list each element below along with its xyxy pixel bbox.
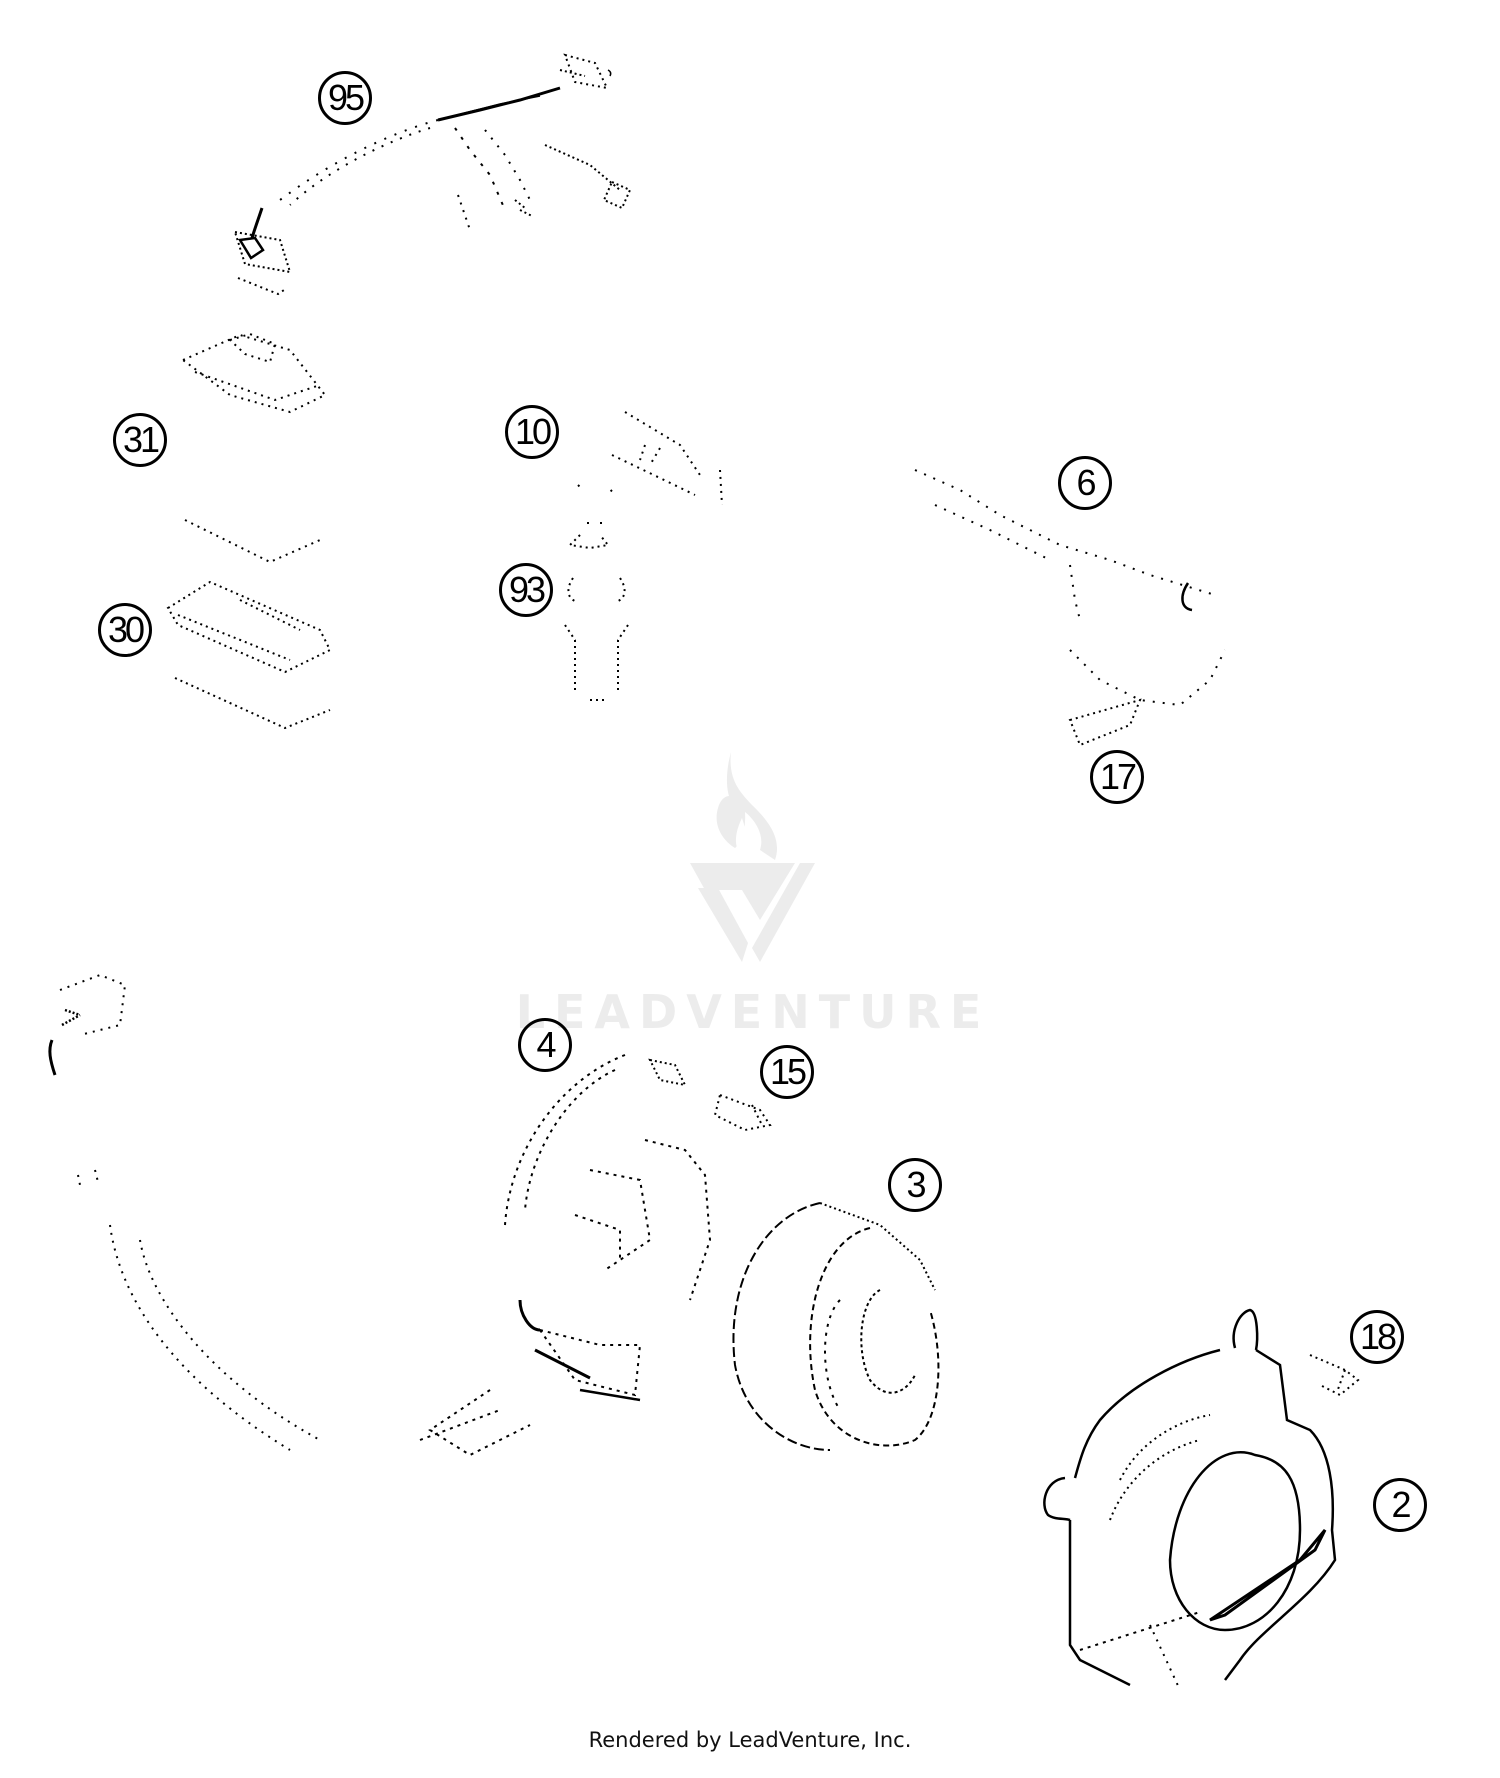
callout-number: 6 bbox=[1076, 462, 1096, 503]
callout-number: 95 bbox=[327, 77, 365, 118]
stator-screw-drawing bbox=[713, 1093, 772, 1132]
callout-95[interactable]: 95 bbox=[318, 71, 372, 125]
callout-number: 3 bbox=[906, 1164, 926, 1205]
callout-17[interactable]: 17 bbox=[1090, 750, 1144, 804]
watermark-brand-text: LEADVENTURE bbox=[515, 985, 991, 1039]
ignition-coil-drawing bbox=[914, 469, 1226, 747]
v-mark-icon bbox=[690, 863, 815, 962]
stator-cable-drawing bbox=[48, 973, 321, 1451]
callout-2[interactable]: 2 bbox=[1373, 1478, 1427, 1532]
callout-93[interactable]: 93 bbox=[499, 563, 553, 617]
callout-number: 18 bbox=[1359, 1316, 1397, 1357]
cover-screw-drawing bbox=[1309, 1354, 1360, 1397]
battery-strap-lower-drawing bbox=[166, 580, 332, 730]
callout-number: 17 bbox=[1099, 756, 1137, 797]
callout-18[interactable]: 18 bbox=[1350, 1310, 1404, 1364]
callout-15[interactable]: 15 bbox=[760, 1045, 814, 1099]
callout-number: 10 bbox=[514, 411, 552, 452]
battery-strap-upper-drawing bbox=[181, 332, 327, 564]
wiring-harness-drawing bbox=[233, 53, 632, 296]
flywheel-drawing bbox=[732, 1202, 940, 1451]
callout-31[interactable]: 31 bbox=[113, 413, 167, 467]
callout-number: 15 bbox=[769, 1051, 807, 1092]
callout-number: 30 bbox=[107, 609, 145, 650]
callout-4[interactable]: 4 bbox=[518, 1018, 572, 1072]
callout-number: 93 bbox=[508, 569, 546, 610]
callout-number: 31 bbox=[122, 419, 160, 460]
callout-3[interactable]: 3 bbox=[888, 1158, 942, 1212]
callout-6[interactable]: 6 bbox=[1058, 456, 1112, 510]
flame-icon bbox=[716, 752, 778, 860]
render-credit-footer: Rendered by LeadVenture, Inc. bbox=[588, 1728, 912, 1752]
callout-30[interactable]: 30 bbox=[98, 603, 152, 657]
callout-number: 4 bbox=[536, 1024, 556, 1065]
callout-number: 2 bbox=[1391, 1484, 1411, 1525]
ignition-cover-drawing bbox=[1043, 1308, 1337, 1691]
spark-plug-connector-drawing bbox=[577, 411, 723, 524]
spark-plug-drawing bbox=[564, 534, 629, 701]
stator-drawing bbox=[419, 1054, 712, 1457]
callout-10[interactable]: 10 bbox=[505, 405, 559, 459]
